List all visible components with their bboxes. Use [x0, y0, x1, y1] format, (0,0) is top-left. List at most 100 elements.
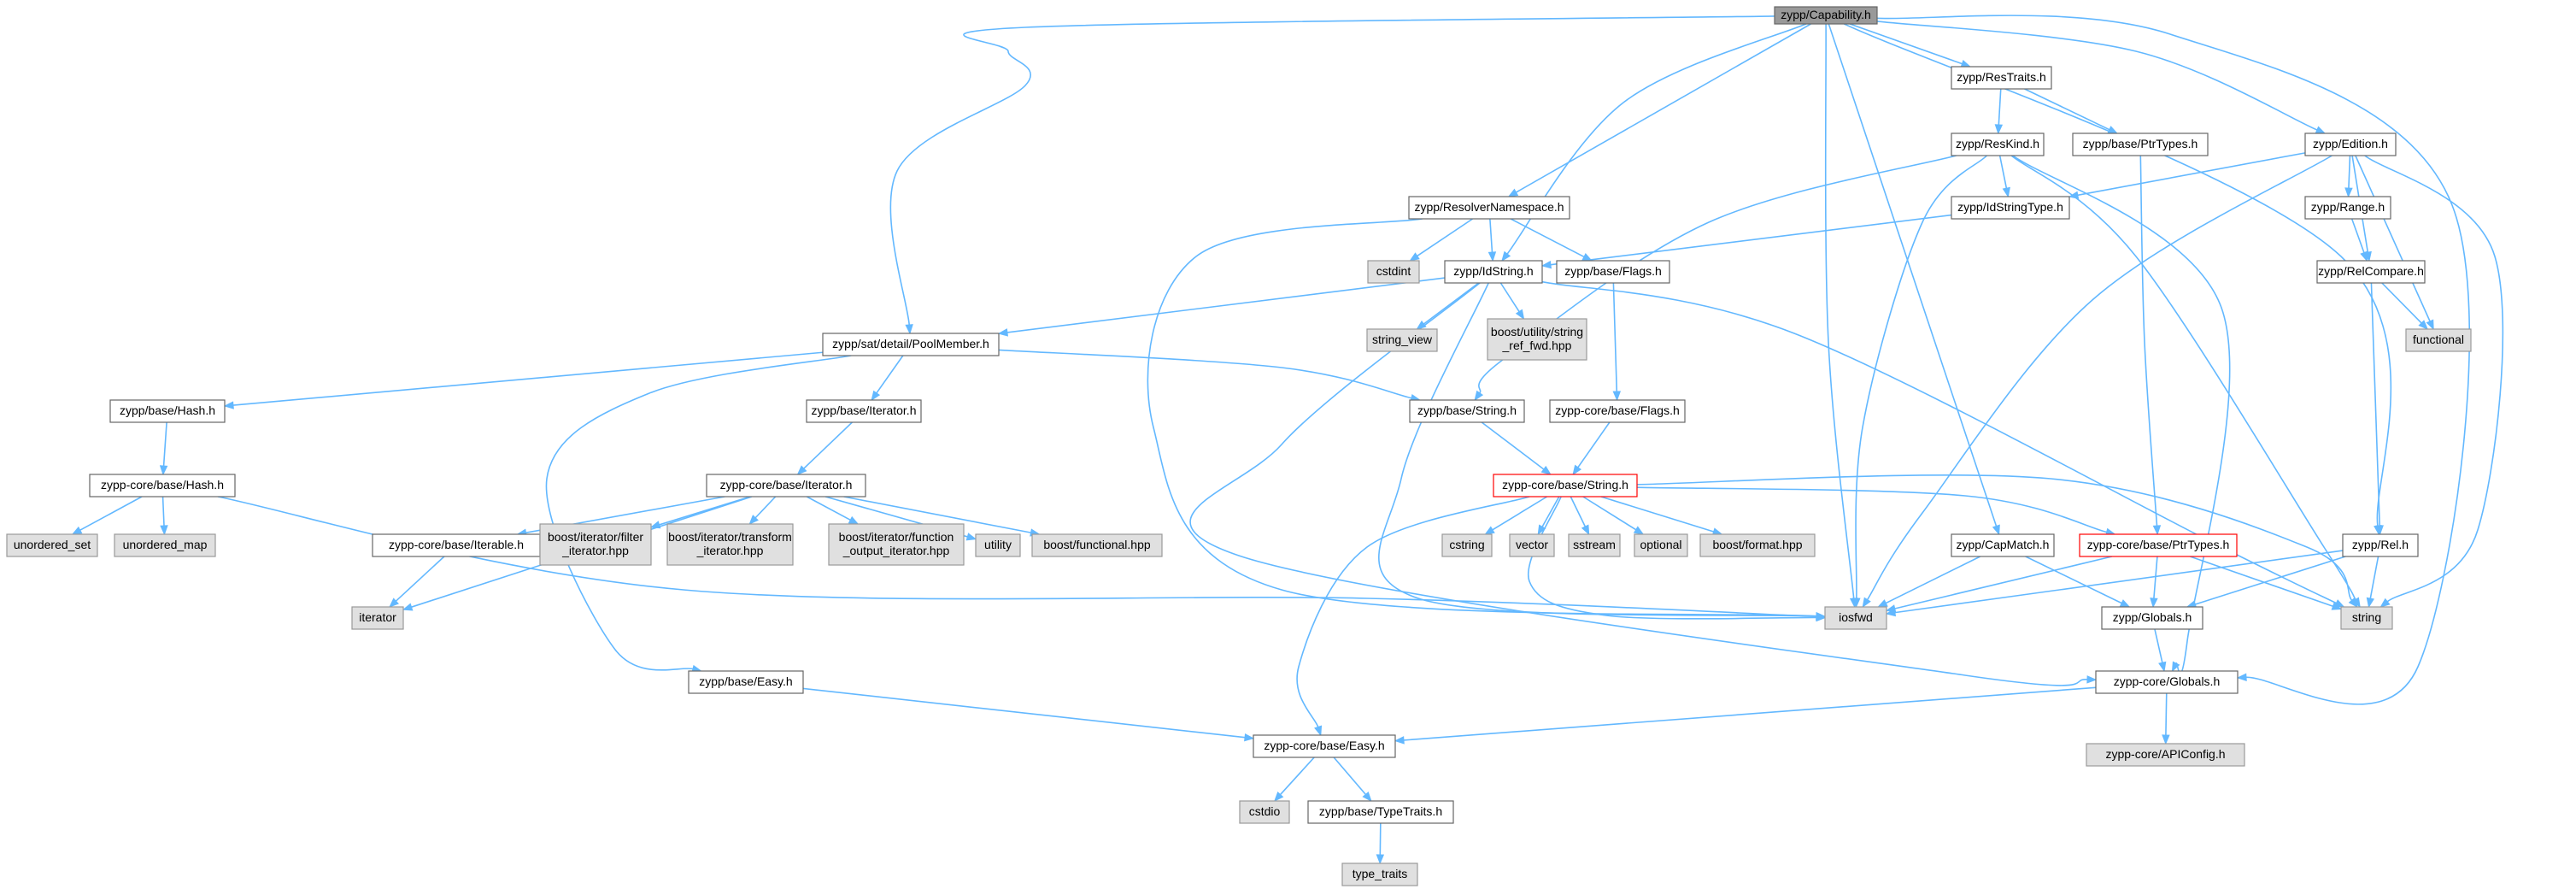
node-box-unorderedmap: [114, 533, 216, 557]
node-corehash[interactable]: zypp-core/base/Hash.h: [89, 474, 236, 497]
node-corestring[interactable]: zypp-core/base/String.h: [1493, 474, 1638, 497]
node-apiconfig: zypp-core/APIConfig.h: [2086, 743, 2245, 767]
edge-edition-to-range: [2348, 155, 2351, 189]
node-label-cstring: cstring: [1449, 538, 1484, 551]
node-label-edition: zypp/Edition.h: [2313, 137, 2388, 150]
node-idstring[interactable]: zypp/IdString.h: [1444, 260, 1543, 284]
node-box-idstring: [1444, 260, 1543, 284]
edge-corestring-to-string: [1636, 474, 2353, 601]
arrowhead-coreiterator-to-boostfunction: [848, 515, 860, 525]
node-coreiterator[interactable]: zypp-core/base/Iterator.h: [706, 474, 866, 497]
arrowhead-poolmember-to-basehash: [223, 401, 234, 409]
node-rel[interactable]: zypp/Rel.h: [2342, 533, 2419, 557]
node-idstringtype[interactable]: zypp/IdStringType.h: [1951, 196, 2070, 220]
node-box-coreeasy: [1253, 734, 1396, 758]
edge-poolmember-to-basestring: [998, 349, 1412, 399]
node-label-rel: zypp/Rel.h: [2352, 538, 2409, 551]
arrowhead-rel-to-string: [2366, 597, 2375, 609]
node-baseiterator[interactable]: zypp/base/Iterator.h: [806, 399, 922, 423]
node-label-typetraits: type_traits: [1353, 867, 1408, 880]
edge-typetraitsh-to-typetraits: [1379, 822, 1382, 856]
node-capability[interactable]: zypp/Capability.h: [1774, 6, 1878, 25]
arrowhead-reskind-to-idstringtype: [2002, 186, 2010, 198]
node-cstdio: cstdio: [1239, 800, 1290, 824]
edge-idstring-to-stringview: [1423, 282, 1480, 325]
node-capmatch[interactable]: zypp/CapMatch.h: [1951, 533, 2055, 557]
node-label-boostfilter: _iterator.hpp: [561, 544, 629, 557]
edge-edition-to-string: [2364, 155, 2504, 603]
arrowhead-reskind-to-basestring: [1474, 390, 1484, 402]
node-label-resolvernamespace: zypp/ResolverNamespace.h: [1414, 200, 1564, 214]
arrowhead-reskind-to-coreglobals: [2171, 661, 2180, 673]
node-label-boostutility: boost/utility/string: [1491, 325, 1583, 339]
node-box-idstringtype: [1951, 196, 2070, 220]
edge-idstring-to-iosfwd: [1378, 282, 1817, 617]
node-baseflags[interactable]: zypp/base/Flags.h: [1556, 260, 1670, 284]
node-label-unorderedset: unordered_set: [14, 538, 91, 551]
node-globals[interactable]: zypp/Globals.h: [2101, 606, 2203, 630]
edge-poolmember-to-baseiterator: [876, 355, 904, 394]
arrowhead-corestring-to-coreeasy: [1314, 725, 1323, 737]
node-box-unorderedset: [6, 533, 98, 557]
node-label-stringview: string_view: [1372, 333, 1433, 346]
node-label-idstring: zypp/IdString.h: [1453, 264, 1533, 278]
node-box-iterator: [351, 606, 404, 630]
arrowhead-poolmember-to-baseiterator: [871, 390, 881, 402]
node-range[interactable]: zypp/Range.h: [2304, 196, 2391, 220]
edge-coreiterator-to-boostfunction: [806, 496, 851, 521]
node-label-basehash: zypp/base/Hash.h: [120, 403, 215, 417]
node-box-rel: [2342, 533, 2419, 557]
edge-capability-to-capmatch: [1828, 23, 1998, 527]
node-restraits[interactable]: zypp/ResTraits.h: [1951, 66, 2052, 90]
node-typetraits: type_traits: [1341, 863, 1418, 886]
node-label-coreflags: zypp-core/base/Flags.h: [1555, 403, 1680, 417]
node-resolvernamespace[interactable]: zypp/ResolverNamespace.h: [1408, 196, 1570, 220]
node-coreglobals[interactable]: zypp-core/Globals.h: [2095, 670, 2239, 694]
arrowhead-corestring-to-vector: [1537, 524, 1546, 536]
edge-capability-to-poolmember: [889, 15, 1775, 326]
edge-reskind-to-coreglobals: [2012, 155, 2231, 674]
node-label-string: string: [2352, 610, 2381, 624]
node-poolmember[interactable]: zypp/sat/detail/PoolMember.h: [822, 333, 1000, 356]
node-label-basestring: zypp/base/String.h: [1417, 403, 1517, 417]
node-coreptrtypes[interactable]: zypp-core/base/PtrTypes.h: [2079, 533, 2238, 557]
edge-coreptrtypes-to-globals: [2153, 556, 2158, 599]
node-typetraitsh[interactable]: zypp/base/TypeTraits.h: [1307, 800, 1454, 824]
node-box-basehash: [109, 399, 226, 423]
node-basehash[interactable]: zypp/base/Hash.h: [109, 399, 226, 423]
arrowhead-edition-to-iosfwd: [1862, 597, 1871, 609]
node-label-sstream: sstream: [1573, 538, 1616, 551]
node-stringview: string_view: [1366, 328, 1438, 352]
node-label-baseptrtypes: zypp/base/PtrTypes.h: [2083, 137, 2198, 150]
node-label-boostformat: boost/format.hpp: [1712, 538, 1802, 551]
edge-globals-to-coreglobals: [2154, 628, 2163, 663]
node-coreeasy[interactable]: zypp-core/base/Easy.h: [1253, 734, 1396, 758]
node-coreiterable[interactable]: zypp-core/base/Iterable.h: [372, 533, 541, 557]
node-box-vector: [1509, 533, 1555, 557]
arrowhead-restraits-to-reskind: [1994, 124, 2004, 135]
edge-basestring-to-corestring: [1481, 421, 1545, 470]
arrowhead-relcompare-to-rel: [2375, 525, 2384, 536]
node-box-typetraitsh: [1307, 800, 1454, 824]
node-relcompare[interactable]: zypp/RelCompare.h: [2316, 260, 2426, 284]
edge-coreglobals-to-coreeasy: [1403, 686, 2097, 741]
edge-rel-to-string: [2369, 556, 2379, 599]
node-string: string: [2340, 606, 2393, 630]
node-baseptrtypes[interactable]: zypp/base/PtrTypes.h: [2072, 132, 2209, 156]
node-reskind[interactable]: zypp/ResKind.h: [1951, 132, 2045, 156]
edge-coreptrtypes-to-string: [2190, 556, 2333, 608]
edge-resolvernamespace-to-idstring: [1489, 218, 1493, 253]
arrowhead-corestring-to-string: [2348, 597, 2358, 609]
arrowhead-capability-to-coreglobals: [2236, 673, 2247, 682]
node-baseeasy[interactable]: zypp/base/Easy.h: [688, 670, 804, 694]
arrowhead-coreiterable-to-iterator: [389, 598, 399, 608]
node-basestring[interactable]: zypp/base/String.h: [1409, 399, 1525, 423]
node-coreflags[interactable]: zypp-core/base/Flags.h: [1549, 399, 1686, 423]
node-box-baseflags: [1556, 260, 1670, 284]
node-box-baseiterator: [806, 399, 922, 423]
arrowhead-corestring-to-sstream: [1581, 524, 1590, 536]
node-edition[interactable]: zypp/Edition.h: [2304, 132, 2397, 156]
node-box-baseptrtypes: [2072, 132, 2209, 156]
node-label-corestring: zypp-core/base/String.h: [1502, 478, 1628, 492]
edge-edition-to-idstringtype: [2077, 152, 2306, 197]
